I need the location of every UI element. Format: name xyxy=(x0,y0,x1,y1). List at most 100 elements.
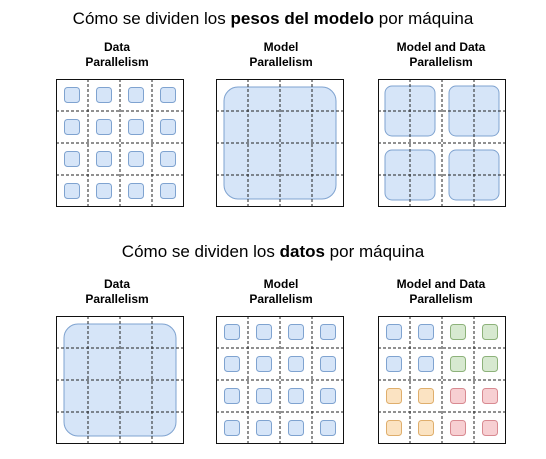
data-data-panel xyxy=(56,316,184,444)
data-title-post: por máquina xyxy=(324,242,425,261)
weights-title-post: por máquina xyxy=(374,9,474,28)
shard-block xyxy=(224,356,240,372)
weights-model-data-panel xyxy=(378,79,506,207)
data-model-label: Model Parallelism xyxy=(206,277,356,307)
shard-block xyxy=(96,183,112,199)
weights-model-data-label: Model and Data Parallelism xyxy=(366,40,516,70)
data-data-gridlines xyxy=(56,316,184,444)
data-data-label-line1: Data xyxy=(103,277,130,291)
weights-title-bold: pesos del modelo xyxy=(230,9,375,28)
weights-model-label-line1: Model xyxy=(263,40,299,54)
shard-block xyxy=(64,87,80,103)
shard-block xyxy=(320,324,336,340)
shard-block xyxy=(96,151,112,167)
weights-section-title: Cómo se dividen los pesos del modelo por… xyxy=(0,9,546,29)
shard-block xyxy=(256,324,272,340)
shard-block xyxy=(386,356,402,372)
data-section-title: Cómo se dividen los datos por máquina xyxy=(0,242,546,262)
shard-block xyxy=(160,119,176,135)
data-model-label-line2: Parallelism xyxy=(249,292,313,306)
shard-block xyxy=(64,183,80,199)
weights-model-blocks xyxy=(223,86,337,200)
shard-block xyxy=(256,420,272,436)
weights-data-panel xyxy=(56,79,184,207)
shard-block xyxy=(320,356,336,372)
data-data-label: Data Parallelism xyxy=(42,277,192,307)
weights-model-data-svg xyxy=(378,79,506,207)
shard-block xyxy=(128,151,144,167)
shard-block xyxy=(482,388,498,404)
shard-block xyxy=(128,183,144,199)
shard-block xyxy=(482,420,498,436)
shard-block xyxy=(418,420,434,436)
shard-block xyxy=(224,324,240,340)
shard-block xyxy=(320,420,336,436)
data-model-svg xyxy=(216,316,344,444)
shard-block xyxy=(64,119,80,135)
weights-model-data-label-line1: Model and Data xyxy=(396,40,486,54)
shard-block xyxy=(160,151,176,167)
shard-block xyxy=(288,324,304,340)
shard-block xyxy=(63,323,177,437)
weights-data-svg xyxy=(56,79,184,207)
shard-block xyxy=(96,119,112,135)
data-model-data-label-line2: Parallelism xyxy=(409,292,473,306)
shard-block xyxy=(223,86,337,200)
shard-block xyxy=(288,420,304,436)
shard-block xyxy=(418,324,434,340)
weights-data-gridlines xyxy=(56,79,184,207)
shard-block xyxy=(64,151,80,167)
shard-block xyxy=(450,324,466,340)
weights-model-data-gridlines xyxy=(378,79,506,207)
data-model-data-label-line1: Model and Data xyxy=(396,277,486,291)
shard-block xyxy=(224,420,240,436)
weights-model-label-line2: Parallelism xyxy=(249,55,313,69)
shard-block xyxy=(128,119,144,135)
weights-data-label-line2: Parallelism xyxy=(85,55,149,69)
shard-block xyxy=(418,388,434,404)
shard-block xyxy=(224,388,240,404)
weights-model-data-blocks xyxy=(384,85,500,201)
data-model-data-panel xyxy=(378,316,506,444)
weights-data-label-line1: Data xyxy=(103,40,130,54)
panel-frame xyxy=(378,316,506,444)
shard-block xyxy=(450,388,466,404)
shard-block xyxy=(450,420,466,436)
shard-block xyxy=(418,356,434,372)
weights-model-gridlines xyxy=(216,79,344,207)
shard-block xyxy=(386,420,402,436)
data-model-panel xyxy=(216,316,344,444)
shard-block xyxy=(288,388,304,404)
panel-frame xyxy=(56,316,184,444)
data-data-label-line2: Parallelism xyxy=(85,292,149,306)
data-model-data-blocks xyxy=(386,324,498,436)
weights-model-data-label-line2: Parallelism xyxy=(409,55,473,69)
weights-data-blocks xyxy=(64,87,176,199)
shard-block xyxy=(96,87,112,103)
shard-block xyxy=(320,388,336,404)
shard-block xyxy=(386,324,402,340)
weights-data-label: Data Parallelism xyxy=(42,40,192,70)
shard-block xyxy=(386,388,402,404)
data-model-label-line1: Model xyxy=(263,277,299,291)
shard-block xyxy=(160,183,176,199)
weights-title-pre: Cómo se dividen los xyxy=(72,9,231,28)
shard-block xyxy=(160,87,176,103)
data-data-blocks xyxy=(63,323,177,437)
panel-frame xyxy=(216,316,344,444)
data-model-data-svg xyxy=(378,316,506,444)
shard-block xyxy=(256,388,272,404)
shard-block xyxy=(128,87,144,103)
data-model-data-label: Model and Data Parallelism xyxy=(366,277,516,307)
panel-frame xyxy=(378,79,506,207)
shard-block xyxy=(450,356,466,372)
panel-frame xyxy=(56,79,184,207)
data-model-gridlines xyxy=(216,316,344,444)
shard-block xyxy=(482,356,498,372)
shard-block xyxy=(288,356,304,372)
data-model-data-gridlines xyxy=(378,316,506,444)
data-data-svg xyxy=(56,316,184,444)
data-title-bold: datos xyxy=(279,242,325,261)
weights-model-panel xyxy=(216,79,344,207)
panel-frame xyxy=(216,79,344,207)
